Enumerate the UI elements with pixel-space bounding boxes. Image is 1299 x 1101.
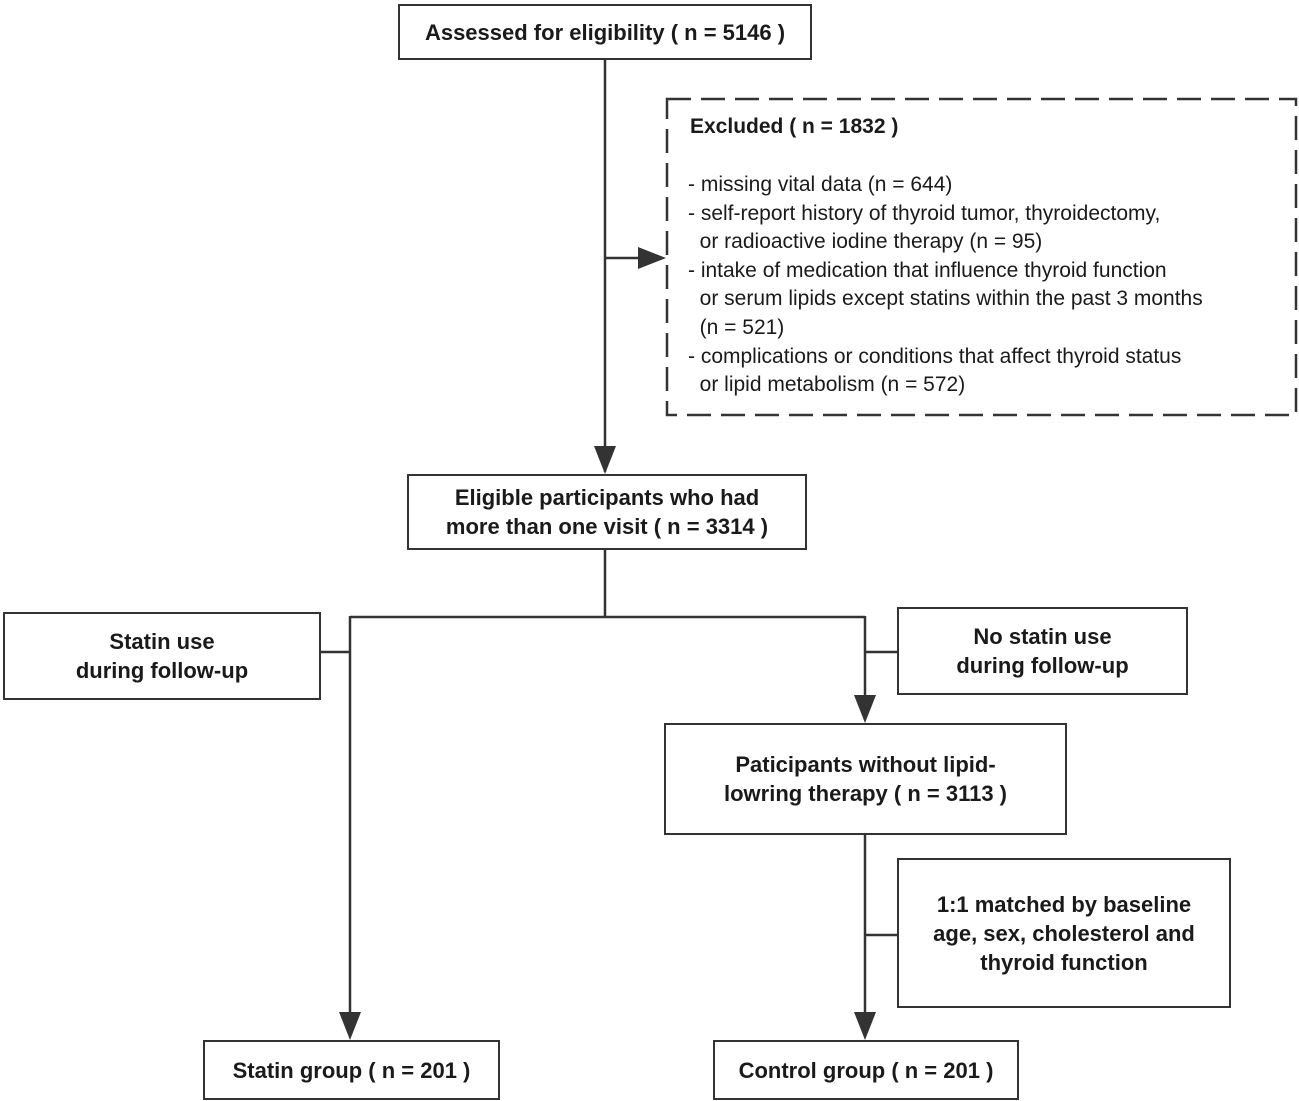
arrowhead-control-group-icon <box>854 1012 876 1040</box>
statin-use-line: during follow-up <box>75 658 249 683</box>
arrowhead-statin-group-icon <box>339 1012 361 1040</box>
excluded-dashed-border <box>665 97 1298 417</box>
participants-box: Paticipants without lipid- lowring thera… <box>664 723 1067 835</box>
eligible-box: Eligible participants who had more than … <box>407 474 807 550</box>
statin-group-box: Statin group ( n = 201 ) <box>203 1040 500 1100</box>
statin-use-line: Statin use <box>109 629 215 654</box>
arrowhead-eligible-icon <box>594 446 616 474</box>
excluded-title: Excluded ( n = 1832 ) <box>690 115 899 138</box>
statin-use-box: Statin use during follow-up <box>3 612 321 700</box>
eligible-line: Eligible participants who had <box>454 485 760 510</box>
no-statin-use-line: during follow-up <box>956 653 1129 678</box>
matched-line: 1:1 matched by baseline <box>936 891 1192 917</box>
participants-line: lowring therapy ( n = 3113 ) <box>723 781 1008 806</box>
assessed-label: Assessed for eligibility ( n = 5146 ) <box>424 19 786 45</box>
matched-box: 1:1 matched by baseline age, sex, choles… <box>897 858 1231 1008</box>
excluded-item: - missing vital data (n = 644) <box>688 173 953 196</box>
excluded-item: or lipid metabolism (n = 572) <box>688 373 966 397</box>
excluded-item: - self-report history of thyroid tumor, … <box>688 201 1161 225</box>
participants-line: Paticipants without lipid- <box>735 752 996 777</box>
no-statin-use-line: No statin use <box>973 624 1112 649</box>
excluded-item: or serum lipids except statins within th… <box>688 287 1203 311</box>
assessed-box: Assessed for eligibility ( n = 5146 ) <box>398 4 812 60</box>
arrowhead-participants-icon <box>854 695 876 723</box>
no-statin-use-box: No statin use during follow-up <box>897 607 1188 695</box>
excluded-item: (n = 521) <box>688 315 785 339</box>
excluded-list: - missing vital data (n = 644) - self-re… <box>688 171 1203 400</box>
control-group-label: Control group ( n = 201 ) <box>738 1057 994 1083</box>
arrowhead-excluded-icon <box>638 247 666 269</box>
excluded-box: Excluded ( n = 1832 ) - missing vital da… <box>666 98 1297 416</box>
excluded-item: - intake of medication that influence th… <box>688 258 1167 282</box>
matched-line: age, sex, cholesterol and <box>933 920 1195 946</box>
excluded-item: - complications or conditions that affec… <box>688 344 1182 368</box>
statin-group-label: Statin group ( n = 201 ) <box>232 1057 471 1083</box>
matched-line: thyroid function <box>980 949 1148 975</box>
eligible-line: more than one visit ( n = 3314 ) <box>445 514 769 539</box>
control-group-box: Control group ( n = 201 ) <box>713 1040 1019 1100</box>
excluded-item: or radioactive iodine therapy (n = 95) <box>688 230 1043 254</box>
